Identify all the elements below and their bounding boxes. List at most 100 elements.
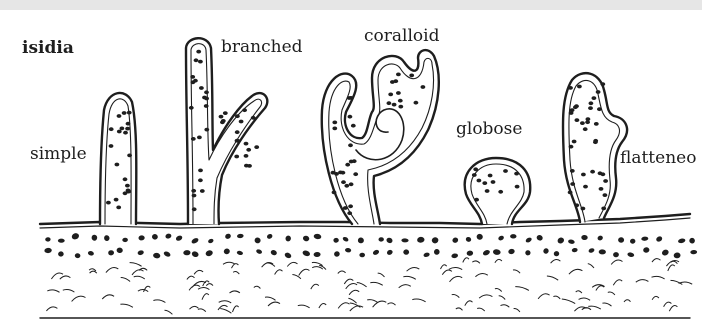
isidium-algal-cell (597, 107, 602, 111)
algal-cell (599, 249, 606, 254)
algal-cell (302, 250, 311, 257)
isidium-algal-cell (568, 86, 573, 90)
algal-cell (191, 237, 200, 245)
isidium-algal-cell (341, 180, 346, 184)
hypha-stroke (463, 258, 469, 263)
isidium-algal-cell (343, 206, 348, 210)
algal-cell (372, 249, 380, 256)
hypha-stroke (233, 272, 239, 275)
algal-cell (91, 235, 97, 241)
hypha-stroke (576, 291, 582, 293)
isidium-algal-cell (334, 172, 339, 176)
isidium-algal-cell (244, 154, 249, 158)
isidium-algal-cell (421, 85, 426, 89)
isidium-algal-cell (192, 194, 197, 198)
hypha-stroke (608, 292, 615, 295)
algal-cell (153, 252, 161, 258)
isidium-algal-cell (398, 99, 403, 103)
hypha-stroke (120, 304, 132, 307)
hypha-stroke (456, 308, 463, 310)
hypha-stroke (596, 286, 604, 291)
algal-cell (191, 250, 199, 258)
hypha-stroke (449, 268, 462, 270)
hypha-stroke (465, 301, 473, 306)
isidium-algal-cell (125, 184, 130, 188)
hypha-stroke (388, 303, 396, 305)
isidium-algal-cell (477, 179, 482, 183)
algal-cell (655, 235, 663, 242)
hypha-stroke (553, 296, 560, 299)
hypha-stroke (206, 284, 213, 286)
algal-cell (333, 238, 339, 243)
algal-cell (524, 249, 531, 256)
algal-cell (270, 249, 278, 256)
hypha-stroke (338, 303, 349, 309)
algal-cell (434, 249, 440, 255)
algal-cell (417, 236, 425, 243)
hypha-stroke (513, 270, 520, 273)
hypha-stroke (311, 284, 319, 289)
isidium-algal-cell (200, 189, 205, 193)
isidium-algal-cell (474, 198, 479, 202)
algal-cell (378, 237, 383, 241)
isidium-algal-cell (568, 191, 573, 195)
isidium-algal-cell (125, 127, 130, 131)
algal-cell (451, 253, 458, 259)
hypha-stroke (346, 283, 357, 288)
hypha-stroke (442, 270, 452, 275)
hypha-stroke (219, 301, 232, 303)
isidium-algal-cell (223, 111, 228, 115)
algal-cell (553, 251, 559, 257)
algal-cell (75, 253, 81, 258)
isidium-algal-cell (198, 178, 203, 182)
isidium-algal-cell (235, 114, 240, 118)
hypha-stroke (588, 264, 594, 268)
isidium-algal-cell (199, 86, 204, 90)
hypha-stroke (547, 276, 558, 280)
isidium-algal-cell (569, 145, 574, 149)
isidium-algal-cell (221, 119, 226, 123)
algal-cell (165, 233, 172, 239)
isidium-algal-cell (583, 185, 588, 189)
hypha-stroke (338, 271, 346, 274)
isidium-algal-cell (109, 144, 114, 148)
hypha-stroke (357, 283, 367, 287)
algal-cell (358, 237, 365, 243)
hypha-stroke (233, 306, 239, 312)
isidium-algal-cell (574, 104, 579, 108)
hypha-stroke (90, 271, 97, 273)
label-simple: simple (30, 144, 87, 164)
isidium-algal-cell (115, 163, 120, 167)
hypha-stroke (477, 308, 485, 311)
isidium-branched (186, 38, 267, 224)
hypha-stroke (370, 282, 382, 285)
isidium-algal-cell (352, 159, 357, 163)
algal-cell (401, 238, 408, 242)
isidium-algal-cell (236, 139, 241, 143)
isidium-algal-cell (191, 189, 196, 193)
isidium-algal-cell (242, 108, 247, 112)
hypha-stroke (412, 299, 425, 302)
hypha-stroke (130, 263, 142, 267)
isidium-algal-cell (244, 164, 249, 168)
isidium-algal-cell (109, 127, 114, 131)
hypha-stroke (669, 306, 677, 312)
isidium-algal-cell (414, 101, 419, 105)
isidium-algal-cell (594, 122, 599, 126)
isidium-algal-cell (498, 190, 503, 194)
algal-cell (452, 237, 459, 244)
isidium-algal-cell (120, 126, 125, 130)
heading-isidia: isidia (22, 38, 74, 58)
hypha-stroke (652, 276, 665, 279)
algal-cell (359, 252, 365, 257)
isidium-algal-cell (117, 130, 122, 134)
isidium-algal-cell (189, 106, 194, 110)
label-flattened: flatteneo (620, 148, 696, 168)
algal-cell (103, 235, 110, 242)
algal-cell (476, 233, 483, 240)
isidium-algal-cell (600, 82, 605, 86)
algal-cell (403, 249, 409, 254)
algal-cell (581, 235, 588, 240)
algal-cell (71, 232, 80, 240)
